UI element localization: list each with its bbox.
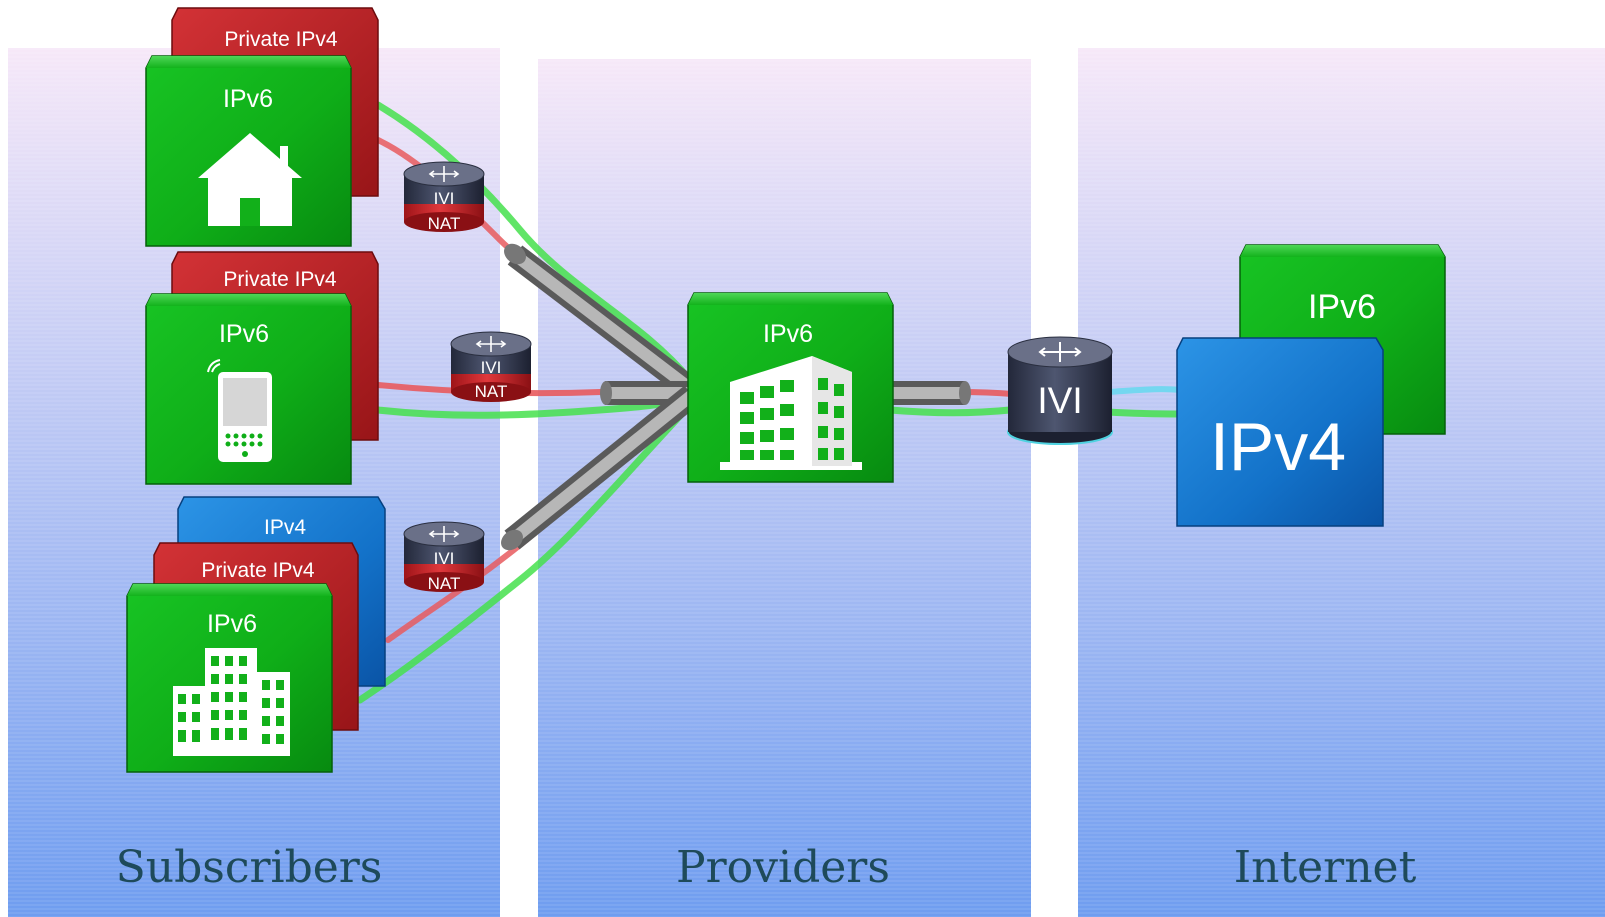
private-ipv4-label: Private IPv4 — [223, 268, 337, 291]
router-arrows-icon — [475, 336, 507, 352]
ipv6-label: IPv6 — [223, 85, 273, 113]
internet-panel-label: Internet — [1234, 842, 1417, 893]
router-arrows-icon — [428, 166, 460, 182]
subscribers-panel-label: Subscribers — [116, 842, 383, 893]
router-arrows-icon — [428, 526, 460, 542]
ipv4-label: IPv4 — [264, 516, 306, 539]
ivi-label: IVI — [434, 549, 455, 568]
mobile-phone-icon — [207, 359, 272, 462]
internet-ipv4-box: IPv4 — [1176, 337, 1384, 527]
house-icon — [198, 133, 302, 226]
ivi-nat-router-enterprise[interactable]: IVI NAT — [403, 521, 485, 593]
ivi-nat-router-home[interactable]: IVI NAT — [403, 161, 485, 233]
subscriber-mobile-group: Private IPv4 IPv6 — [145, 251, 379, 485]
provider-pipes — [501, 243, 971, 551]
nat-label: NAT — [475, 382, 508, 401]
private-ipv4-label: Private IPv4 — [201, 559, 315, 582]
ivi-border-router[interactable]: IVI — [1007, 336, 1113, 445]
ivi-label: IVI — [1037, 380, 1082, 421]
ipv6-label: IPv6 — [1308, 288, 1376, 326]
ivi-label: IVI — [481, 358, 502, 377]
ipv6-box: IPv6 — [145, 55, 352, 247]
ipv6-box: IPv6 — [126, 583, 333, 773]
providers-panel — [538, 59, 1031, 917]
ipv6-label: IPv6 — [207, 610, 257, 638]
ivi-label: IVI — [434, 189, 455, 208]
ivi-nat-router-mobile[interactable]: IVI NAT — [450, 331, 532, 402]
subscriber-home-group: Private IPv4 IPv6 — [145, 7, 379, 247]
ipv4-label: IPv4 — [1210, 409, 1346, 485]
datacenter-building-icon — [720, 356, 862, 470]
router-arrows-icon — [1038, 342, 1082, 362]
providers-panel-label: Providers — [676, 842, 890, 893]
nat-label: NAT — [428, 574, 461, 593]
office-building-icon — [173, 648, 290, 756]
private-ipv4-label: Private IPv4 — [224, 28, 338, 51]
ipv6-label: IPv6 — [219, 320, 269, 348]
nat-label: NAT — [428, 214, 461, 233]
subscriber-enterprise-group: IPv4 Private IPv4 IPv6 — [126, 496, 386, 773]
ipv6-box: IPv6 — [145, 293, 352, 485]
ipv6-label: IPv6 — [763, 320, 813, 348]
provider-ipv6-box: IPv6 — [687, 292, 894, 483]
